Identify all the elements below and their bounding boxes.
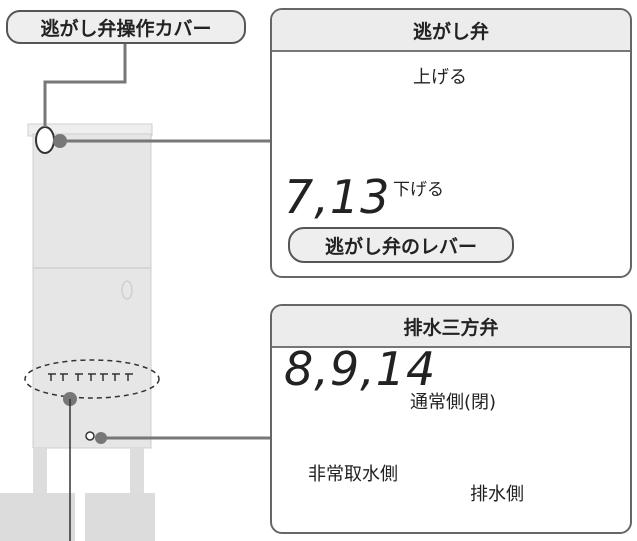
drain-side-label: 排水側 bbox=[470, 484, 524, 505]
pipe-fittings bbox=[48, 373, 133, 381]
pipe-group-outline bbox=[24, 359, 160, 399]
leader-cover bbox=[43, 43, 127, 127]
emergency-water-label: 非常取水側 bbox=[308, 464, 398, 485]
water-heater-unit bbox=[0, 123, 155, 541]
three-way-panel: 排水三方弁 bbox=[270, 304, 632, 534]
ref-three-way: 8,9,14 bbox=[284, 342, 437, 396]
ref-relief: 7,13 bbox=[284, 170, 391, 224]
relief-cover-marker bbox=[35, 126, 55, 154]
relief-cover-label: 逃がし弁操作カバー bbox=[6, 10, 246, 44]
relief-lever-label: 逃がし弁のレバー bbox=[288, 227, 514, 263]
lower-label: 下げる bbox=[393, 180, 444, 200]
three-way-title: 排水三方弁 bbox=[272, 306, 630, 348]
relief-valve-title: 逃がし弁 bbox=[272, 10, 630, 52]
normal-closed-label: 通常側(閉) bbox=[410, 392, 497, 413]
raise-label: 上げる bbox=[413, 67, 467, 88]
